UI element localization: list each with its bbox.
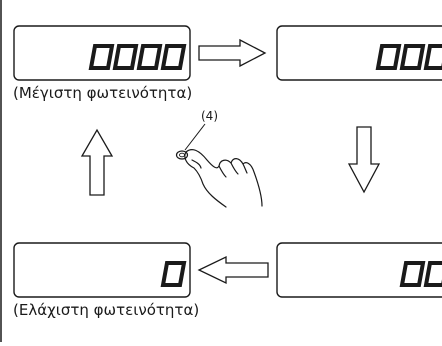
segment-digit-zero <box>160 44 187 70</box>
callout-leader-line <box>184 123 206 151</box>
hand-pointer-icon <box>184 149 263 208</box>
display-top-left <box>13 25 191 81</box>
arrow-up-icon <box>80 128 114 196</box>
max-brightness-label: (Μέγιστη φωτεινότητα) <box>13 84 193 102</box>
arrow-left-icon <box>197 255 269 285</box>
arrow-right-icon <box>198 38 267 68</box>
segment-digit-zero <box>423 44 442 70</box>
segment-digit-zero <box>136 44 163 70</box>
segment-digit-zero <box>160 261 187 287</box>
display-bottom-right <box>276 242 442 298</box>
segment-digit-zero <box>399 261 426 287</box>
segment-digit-zero <box>88 44 115 70</box>
display-top-right <box>276 25 442 81</box>
min-brightness-label: (Ελάχιστη φωτεινότητα) <box>13 301 200 319</box>
segment-digit-zero <box>423 261 442 287</box>
display-bottom-left <box>13 242 191 298</box>
arrow-down-icon <box>347 126 381 194</box>
segment-digit-zero <box>112 44 139 70</box>
segment-digit-zero <box>375 44 402 70</box>
button-callout-label: (4) <box>201 109 218 123</box>
segment-digit-zero <box>399 44 426 70</box>
